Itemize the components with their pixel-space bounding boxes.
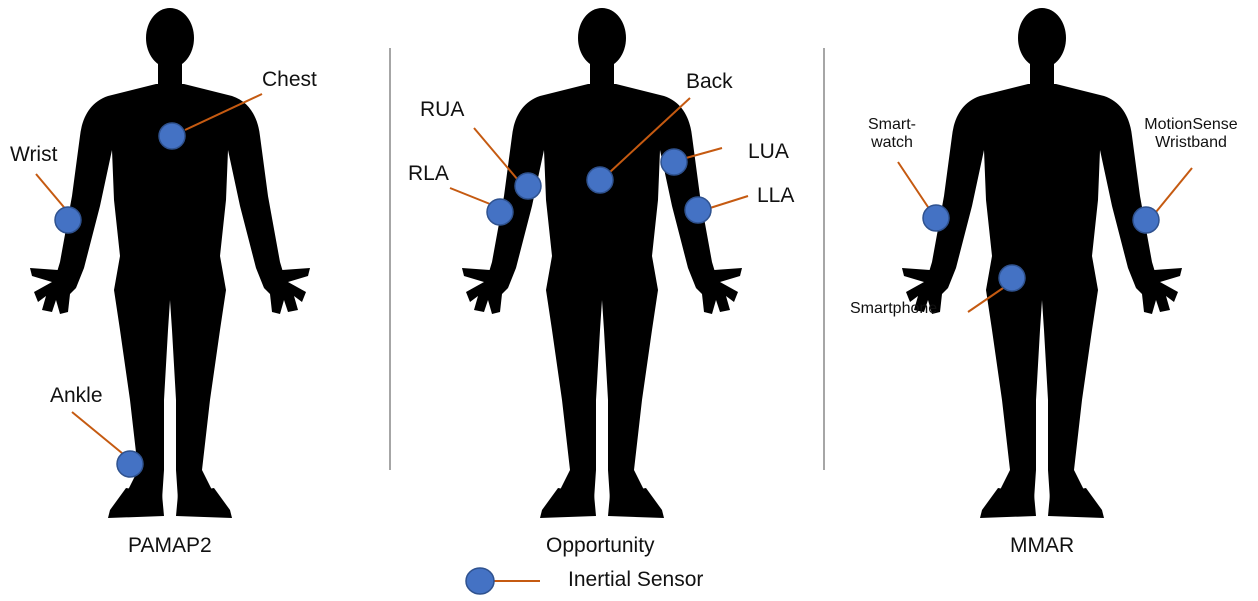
sensor-dot-icon [466, 568, 494, 594]
caption-mmar: MMAR [1010, 534, 1074, 558]
leader-smartwatch [898, 162, 930, 210]
label-lla: LLA [757, 184, 794, 208]
sensor-rua-icon [515, 173, 541, 199]
label-motionsense-line1: MotionSense [1132, 116, 1250, 134]
label-ankle: Ankle [50, 384, 103, 408]
leader-motionsense [1156, 168, 1192, 212]
label-motionsense-line2: Wristband [1132, 134, 1250, 152]
sensor-chest-icon [159, 123, 185, 149]
label-lua: LUA [748, 140, 789, 164]
caption-pamap2: PAMAP2 [128, 534, 212, 558]
sensor-wrist-icon [55, 207, 81, 233]
human-silhouette-mmar [902, 8, 1182, 518]
sensor-smartphone-icon [999, 265, 1025, 291]
sensor-ankle-icon [117, 451, 143, 477]
sensor-lua-icon [661, 149, 687, 175]
label-chest: Chest [262, 68, 317, 92]
label-back: Back [686, 70, 733, 94]
sensor-back-icon [587, 167, 613, 193]
label-smartwatch-line2: watch [860, 134, 924, 152]
label-wrist: Wrist [10, 143, 57, 167]
sensor-motionsense-icon [1133, 207, 1159, 233]
label-rla: RLA [408, 162, 449, 186]
sensor-lla-icon [685, 197, 711, 223]
leader-ankle [72, 412, 128, 458]
caption-opportunity: Opportunity [546, 534, 655, 558]
leader-lla [710, 196, 748, 208]
leader-rla [450, 188, 490, 204]
label-motionsense: MotionSense Wristband [1132, 116, 1250, 153]
label-rua: RUA [420, 98, 464, 122]
label-smartphone: Smartphone [850, 300, 937, 318]
leader-wrist [36, 174, 68, 212]
sensor-smartwatch-icon [923, 205, 949, 231]
sensor-rla-icon [487, 199, 513, 225]
legend-label: Inertial Sensor [568, 568, 703, 592]
label-smartwatch-line1: Smart- [860, 116, 924, 134]
label-smartwatch: Smart- watch [860, 116, 924, 153]
